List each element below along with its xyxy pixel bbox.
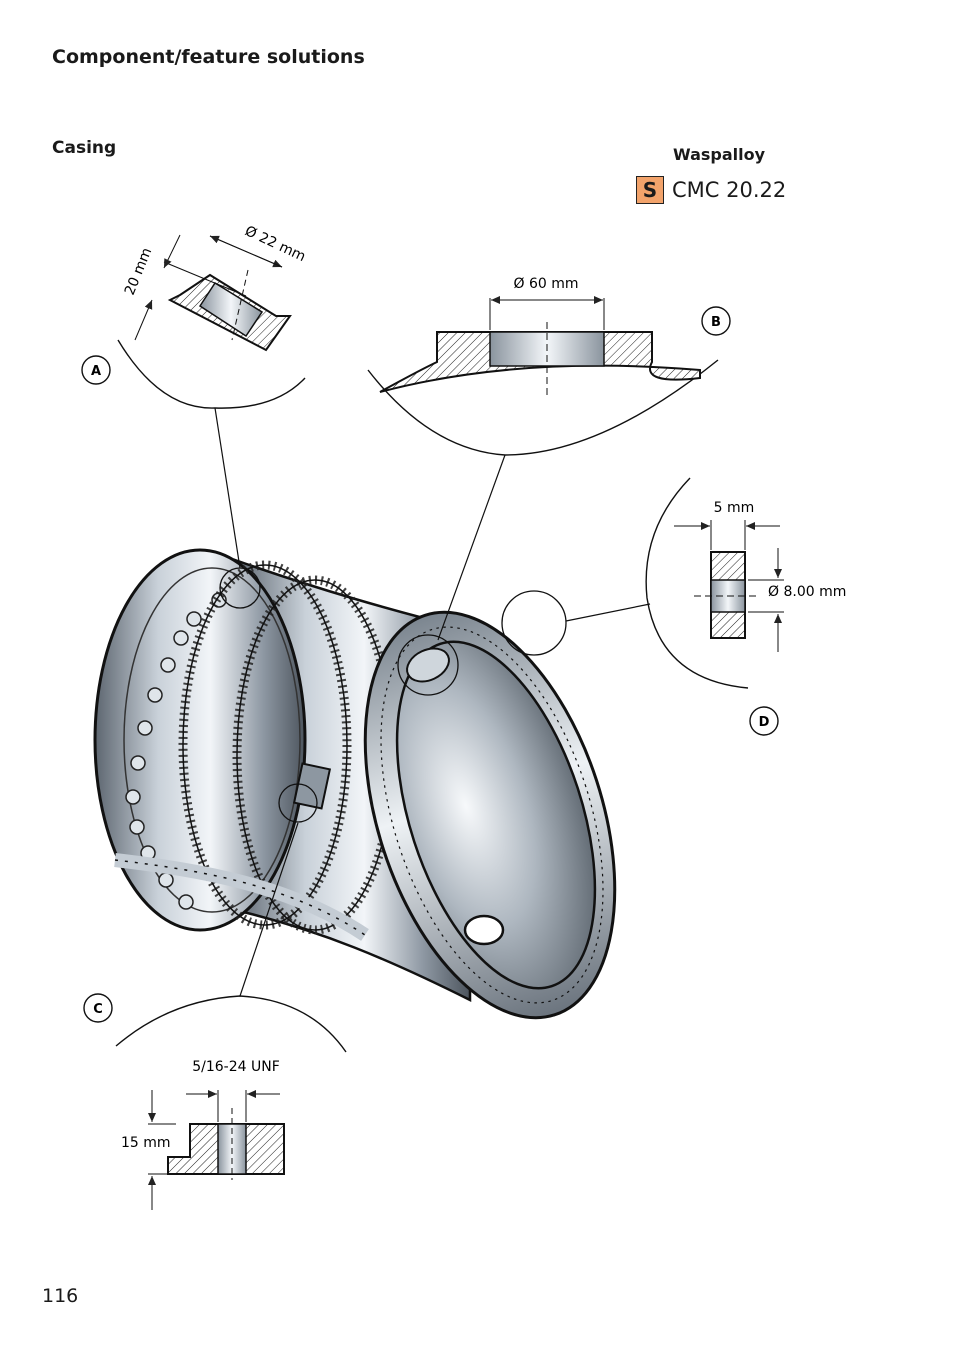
detail-a: [81, 234, 306, 569]
material-name: Waspalloy: [673, 145, 766, 164]
section-title: Casing: [52, 138, 117, 158]
detail-d-diameter: Ø 8.00 mm: [768, 584, 846, 600]
detail-d-label: D: [759, 715, 770, 730]
detail-d-width: 5 mm: [714, 500, 755, 516]
detail-c: [83, 822, 347, 1210]
detail-c-thread: 5/16-24 UNF: [192, 1059, 280, 1075]
detail-a-diameter: Ø 22 mm: [242, 223, 308, 265]
detail-b-diameter: Ø 60 mm: [513, 276, 578, 292]
page-number: 116: [42, 1285, 79, 1307]
detail-b: [367, 296, 731, 641]
spec-grade: CMC 20.22: [672, 178, 787, 202]
page-heading: Component/feature solutions: [52, 46, 365, 68]
spec-badge: S: [636, 176, 664, 204]
casing-illustration: [93, 548, 617, 1020]
detail-c-label: C: [93, 1002, 103, 1017]
detail-d: [565, 477, 784, 736]
detail-b-label: B: [711, 315, 721, 330]
detail-a-height: 20 mm: [122, 246, 155, 298]
detail-c-height: 15 mm: [121, 1135, 171, 1151]
detail-a-label: A: [91, 364, 101, 379]
